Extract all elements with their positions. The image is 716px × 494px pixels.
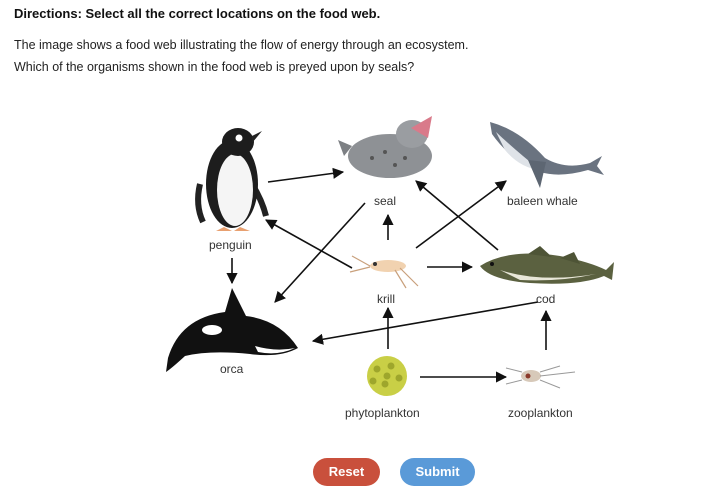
krill-label: krill [377,292,395,306]
cod-image [480,246,614,284]
penguin-image [195,128,269,231]
krill-image [349,255,419,289]
baleen-whale-hotspot[interactable] [484,110,610,194]
penguin-hotspot[interactable] [192,122,276,236]
arrow-cod-to-seal [415,180,499,251]
phytoplankton-hotspot[interactable] [362,352,414,402]
cod-hotspot[interactable] [476,244,618,290]
arrow-seal-to-orca [274,202,366,303]
phytoplankton-label: phytoplankton [345,406,420,420]
zooplankton-label: zooplankton [508,406,573,420]
food-web-arrows [226,167,552,383]
baleen-whale-image [490,122,604,188]
orca-label: orca [220,362,244,376]
arrow-krill-to-baleen-whale [415,180,507,249]
question-line-1: The image shows a food web illustrating … [14,38,469,52]
reset-button[interactable]: Reset [313,458,380,486]
orca-image [166,288,298,372]
directions-text: Directions: Select all the correct locat… [14,6,381,21]
submit-button[interactable]: Submit [400,458,475,486]
cod-label: cod [536,292,556,306]
question-line-2: Which of the organisms shown in the food… [14,60,415,74]
phytoplankton-image [367,356,407,396]
arrow-krill-to-penguin [265,219,353,269]
zooplankton-hotspot[interactable] [502,360,582,394]
krill-hotspot[interactable] [346,248,426,290]
arrow-penguin-to-seal [267,167,345,183]
arrow-cod-to-orca [311,301,539,345]
seal-label: seal [374,194,397,208]
seal-image [338,116,432,178]
seal-hotspot[interactable] [336,110,438,194]
penguin-label: penguin [209,238,252,252]
zooplankton-image [505,365,576,389]
orca-hotspot[interactable] [160,285,302,377]
baleen-whale-label: baleen whale [507,194,578,208]
